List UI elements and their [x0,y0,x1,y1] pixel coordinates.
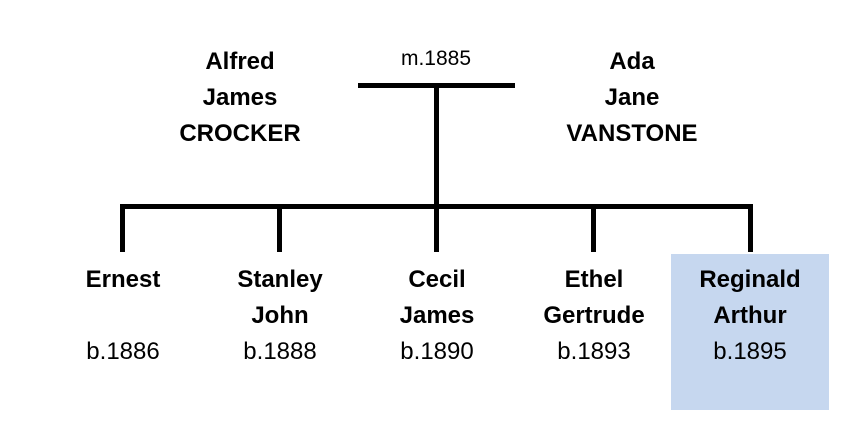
descent-line [434,85,439,209]
child-birth-year: b.1890 [400,338,474,365]
mother-name: Ada Jane VANSTONE [522,44,742,152]
child-first-name: Cecil [408,266,466,293]
child-middle-name: Arthur [713,302,787,329]
child-connector-5 [748,204,753,252]
child-stanley: Stanley John b.1888 [201,262,359,370]
child-middle-name: James [399,302,475,329]
child-reginald: Reginald Arthur b.1895 [671,262,829,370]
father-first-name: Alfred [205,48,275,75]
child-connector-4 [591,204,596,252]
child-birth-year: b.1895 [713,338,787,365]
child-birth-year: b.1886 [86,338,160,365]
child-ernest: Ernest b.1886 [44,262,202,370]
child-connector-1 [120,204,125,252]
child-middle-name: Gertrude [543,302,645,329]
child-ethel: Ethel Gertrude b.1893 [515,262,673,370]
father-middle-name: James [202,84,278,111]
child-cecil: Cecil James b.1890 [358,262,516,370]
child-first-name: Reginald [699,266,801,293]
mother-first-name: Ada [609,48,655,75]
child-birth-year: b.1893 [557,338,631,365]
mother-middle-name: Jane [604,84,660,111]
father-name: Alfred James CROCKER [130,44,350,152]
child-first-name: Ernest [85,266,161,293]
father-surname: CROCKER [179,120,301,147]
child-middle-name: John [251,302,309,329]
child-connector-3 [434,204,439,252]
child-first-name: Stanley [237,266,323,293]
child-birth-year: b.1888 [243,338,317,365]
child-connector-2 [277,204,282,252]
highlight-box [671,254,829,410]
child-first-name: Ethel [564,266,624,293]
mother-surname: VANSTONE [566,120,698,147]
child-middle-name [44,298,202,334]
marriage-label: m.1885 [400,47,472,70]
